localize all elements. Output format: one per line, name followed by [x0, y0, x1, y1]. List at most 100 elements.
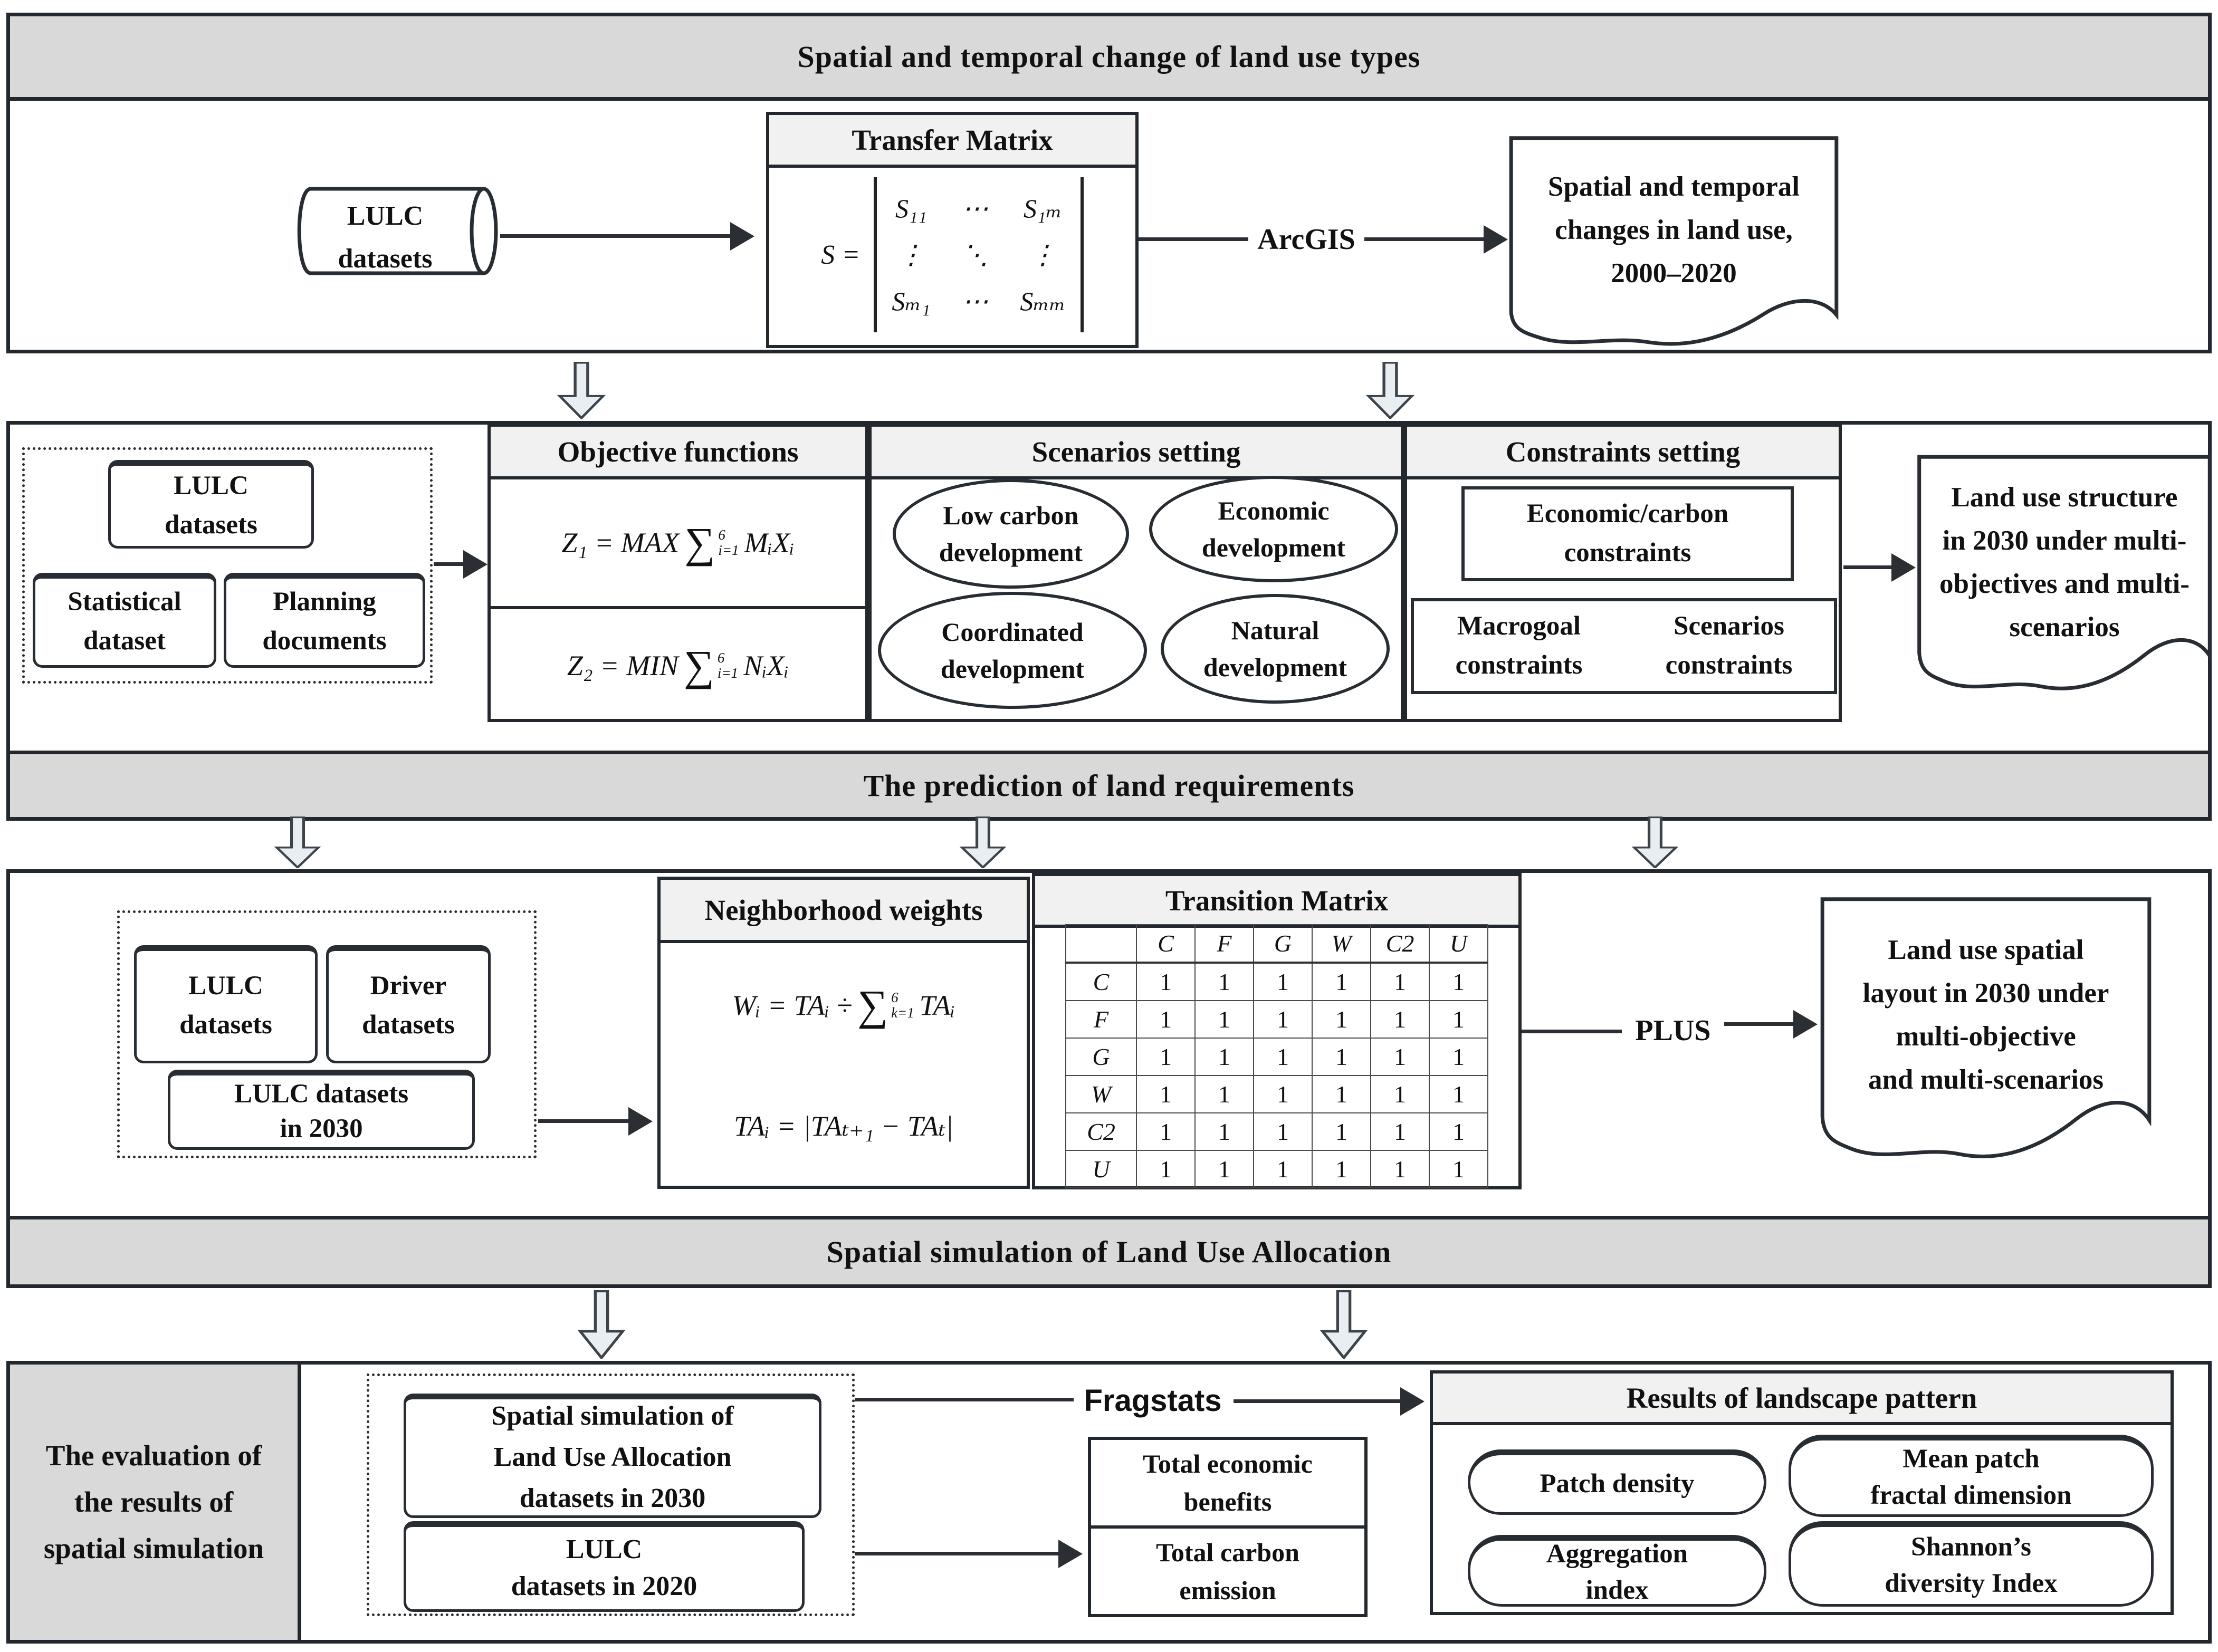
- matrix-cell: S₁₁: [895, 194, 927, 223]
- scenario-economic: Economic development: [1149, 476, 1398, 582]
- scenarios-setting-header: Scenarios setting: [872, 427, 1401, 479]
- transition-matrix-title: Transition Matrix: [1165, 884, 1389, 917]
- transition-matrix-cell: 1: [1194, 1037, 1254, 1076]
- neighborhood-weights-title: Neighborhood weights: [704, 894, 983, 926]
- transition-matrix-cell: [1065, 924, 1137, 964]
- landscape-results-title: Results of landscape pattern: [1626, 1381, 1977, 1414]
- objective-z2-row: Z₂ = MIN ∑ 6 i=1 NᵢXᵢ: [491, 609, 865, 722]
- sigma-icon: ∑: [857, 981, 888, 1029]
- transition-matrix-cell: 1: [1253, 1037, 1313, 1076]
- transition-matrix-cell: 1: [1370, 962, 1430, 1001]
- transition-matrix-cell: 1: [1136, 1112, 1196, 1151]
- matrix-grid: S₁₁ ⋯ S₁ₘ ⋮ ⋱ ⋮ Sₘ₁ ⋯ Sₘₘ: [874, 177, 1084, 332]
- arrow-datasets-to-totals: [855, 1552, 1060, 1555]
- transition-matrix-cell: 1: [1136, 962, 1196, 1001]
- w-sum-sub: k=1: [891, 1005, 914, 1021]
- arcgis-label: ArcGIS: [1257, 223, 1355, 256]
- cylinder-label: LULC datasets: [338, 201, 433, 274]
- transition-matrix-header: Transition Matrix: [1035, 876, 1518, 928]
- down-block-arrow: [577, 1290, 626, 1359]
- arrow-inputs-to-weights: [538, 1119, 630, 1123]
- mean-patch-fractal-pill: Mean patch fractal dimension: [1789, 1435, 2154, 1517]
- sim-2030-box: Spatial simulation of Land Use Allocatio…: [404, 1394, 821, 1518]
- z2-formula: Z₂ = MIN ∑ 6 i=1 NᵢXᵢ: [491, 609, 865, 722]
- driver-datasets-box: Driver datasets: [326, 945, 491, 1063]
- constraints-setting-header: Constraints setting: [1407, 427, 1839, 479]
- transition-matrix-cell: 1: [1312, 962, 1371, 1001]
- down-block-arrow: [1631, 817, 1679, 868]
- transition-matrix-cell: 1: [1429, 1149, 1488, 1188]
- w-pre: Wᵢ = TAᵢ ÷: [732, 990, 853, 1021]
- total-economic-benefits: Total economic benefits: [1091, 1440, 1364, 1529]
- scenario-coordinated: Coordinated development: [878, 592, 1147, 709]
- objective-z1-row: Z₁ = MAX ∑ 6 i=1 MᵢXᵢ: [491, 479, 865, 609]
- transition-matrix-cell: 1: [1194, 1000, 1254, 1039]
- shannon-diversity-pill: Shannon’s diversity Index: [1789, 1521, 2154, 1607]
- transition-matrix-cell: G: [1253, 924, 1313, 964]
- doc-land-use-spatial-layout: Land use spatial layout in 2030 under mu…: [1820, 897, 2152, 1160]
- z1-formula: Z₁ = MAX ∑ 6 i=1 MᵢXᵢ: [491, 479, 865, 606]
- cylinder-shape-icon: [288, 186, 499, 276]
- lulc-datasets-cylinder: LULC datasets: [288, 186, 499, 276]
- arrow-plus-to-layout: [1724, 1022, 1795, 1026]
- transition-matrix-cell: G: [1065, 1037, 1137, 1076]
- transition-matrix-cell: 1: [1312, 1112, 1371, 1151]
- arrow-inputs-to-objectives: [434, 562, 465, 566]
- z2-sum-sub: i=1: [717, 665, 739, 681]
- w-formula: Wᵢ = TAᵢ ÷ ∑ 6 k=1 TAᵢ: [661, 943, 1027, 1068]
- line-datasets-to-fragstats: [855, 1398, 1074, 1401]
- statistical-dataset-box: Statistical dataset: [33, 573, 216, 668]
- arrow-fragstats-to-landscape: [1234, 1399, 1402, 1403]
- matrix-cell: ⋱: [962, 240, 989, 270]
- transition-matrix-cell: 1: [1136, 1074, 1196, 1113]
- transition-matrix-cell: W: [1312, 924, 1371, 964]
- transfer-matrix-header: Transfer Matrix: [769, 115, 1135, 168]
- down-block-arrow: [557, 362, 606, 419]
- transition-matrix-cell: C: [1136, 924, 1196, 964]
- line-matrix-to-plus: [1522, 1030, 1622, 1033]
- z1-sum-sub: i=1: [718, 542, 739, 559]
- transfer-matrix-box: Transfer Matrix S = S₁₁ ⋯ S₁ₘ ⋮ ⋱ ⋮ Sₘ₁ …: [766, 112, 1139, 348]
- z1-sum-sup: 6: [718, 526, 725, 543]
- macrogoal-constraints-box: Macrogoal constraints: [1411, 598, 1627, 694]
- transition-matrix-cell: 1: [1194, 1074, 1254, 1113]
- z2-post: NᵢXᵢ: [743, 650, 789, 681]
- aggregation-index-pill: Aggregation index: [1468, 1535, 1766, 1607]
- transition-matrix-cell: C: [1065, 962, 1137, 1001]
- sigma-icon: ∑: [684, 518, 715, 566]
- doc3-text: Land use spatial layout in 2030 under mu…: [1862, 935, 2109, 1096]
- z2-sum-sup: 6: [717, 649, 725, 666]
- landscape-results-header: Results of landscape pattern: [1433, 1374, 2171, 1425]
- objective-functions-title: Objective functions: [557, 435, 799, 468]
- section3-banner-label: Spatial simulation of Land Use Allocatio…: [826, 1235, 1392, 1269]
- plus-label: PLUS: [1635, 1014, 1711, 1047]
- transition-matrix-cell: 1: [1429, 1000, 1488, 1039]
- totals-box: Total economic benefits Total carbon emi…: [1088, 1437, 1368, 1617]
- sigma-icon: ∑: [684, 641, 714, 689]
- scenarios-constraints-box: Scenarios constraints: [1624, 598, 1837, 694]
- transition-matrix-cell: C2: [1065, 1112, 1137, 1151]
- scenario-low-carbon: Low carbon development: [893, 479, 1129, 589]
- transition-matrix-cell: 1: [1312, 1037, 1371, 1076]
- matrix-cell: ⋯: [962, 194, 989, 223]
- matrix-cell: ⋯: [962, 286, 989, 316]
- scenarios-setting-title: Scenarios setting: [1031, 435, 1241, 468]
- doc-land-use-structure: Land use structure in 2030 under multi- …: [1917, 455, 2212, 692]
- transition-matrix-cell: C2: [1370, 924, 1430, 964]
- matrix-cell: Sₘₘ: [1020, 286, 1066, 316]
- transition-matrix-cell: 1: [1312, 1149, 1371, 1188]
- down-block-arrow: [1320, 1290, 1368, 1359]
- objective-functions-header: Objective functions: [491, 427, 865, 479]
- transition-matrix-cell: F: [1065, 1000, 1137, 1039]
- transition-matrix-cell: 1: [1253, 1074, 1313, 1113]
- scenario-natural: Natural development: [1161, 594, 1390, 704]
- transition-matrix-cell: 1: [1312, 1074, 1371, 1113]
- lulc-2030-box: LULC datasets in 2030: [168, 1070, 475, 1150]
- down-block-arrow: [1365, 362, 1415, 419]
- transition-matrix-cell: 1: [1253, 1000, 1313, 1039]
- patch-density-pill: Patch density: [1468, 1449, 1766, 1515]
- matrix-cell: ⋮: [1029, 240, 1056, 270]
- transfer-matrix-title: Transfer Matrix: [852, 123, 1053, 156]
- matrix-cell: S₁ₘ: [1024, 194, 1063, 223]
- evaluation-side-panel: The evaluation of the results of spatial…: [10, 1365, 301, 1640]
